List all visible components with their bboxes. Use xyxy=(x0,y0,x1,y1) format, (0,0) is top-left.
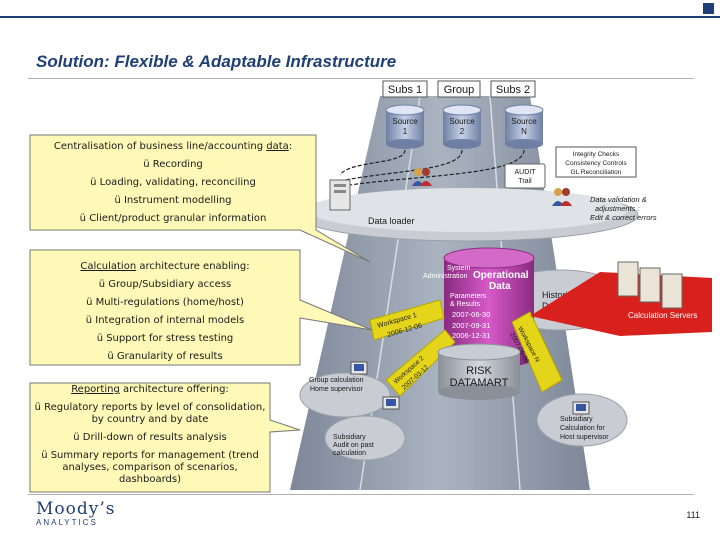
group-calc-platform xyxy=(299,372,391,418)
callout-shape xyxy=(29,249,373,366)
validation-label: Data validation & xyxy=(590,195,647,204)
operational-data-label: Data xyxy=(489,281,511,292)
source-n-label: Source xyxy=(511,117,537,126)
audit-label: AUDIT xyxy=(515,169,537,176)
host-supervisor-label: Host supervisor xyxy=(560,434,609,441)
reporting-heading: Reporting architecture offering: xyxy=(71,384,229,395)
tab-group xyxy=(437,80,481,98)
callout-item: ü Loading, validating, reconciling xyxy=(90,177,256,188)
server-icon xyxy=(617,261,639,297)
calculation-servers: Calculation Servers xyxy=(530,261,712,336)
logo-wordmark: Moody’s xyxy=(36,499,116,519)
loader-computer xyxy=(329,179,351,211)
server-icon xyxy=(639,267,661,303)
calculation-label: calculation xyxy=(333,450,366,457)
source-1-label: Source xyxy=(392,117,418,126)
workspace-2-stripe xyxy=(385,329,456,397)
home-supervisor-label: Home supervisor xyxy=(310,386,364,393)
callout-item: ü Drill-down of results analysis xyxy=(73,432,227,443)
subsidiary-right-label: Subsidiary xyxy=(560,416,593,423)
source-n-number: N xyxy=(521,127,527,136)
callout-item: ü Group/Subsidiary access xyxy=(98,279,232,290)
sub-host-platform xyxy=(536,393,628,447)
results-label: & Results xyxy=(450,301,480,308)
audit-trail: AUDIT Trail xyxy=(504,163,546,189)
validation-edit-label: Edit & correct errors xyxy=(590,213,657,222)
tab-subs-2 xyxy=(490,80,536,98)
integrity-checks: Integrity Checks Consistency Controls GL… xyxy=(555,146,637,178)
validation-adjust-label: adjustments : xyxy=(595,204,640,213)
callout-shape xyxy=(29,134,371,263)
calc-servers-label: Calculation Servers xyxy=(628,311,697,320)
date-label: 2007-06-30 xyxy=(452,310,490,319)
source-2-label: Source xyxy=(449,117,475,126)
callout-item: ü Summary reports for management (trend … xyxy=(41,450,259,485)
brand-square xyxy=(703,3,714,14)
users-icon xyxy=(412,168,572,206)
moodys-logo: Moody’s ANALYTICS xyxy=(36,500,116,527)
workspace-1-stripe xyxy=(369,299,445,341)
page-number: 111 xyxy=(686,510,700,520)
tab-subs-1 xyxy=(382,80,428,98)
workspace-n-stripe xyxy=(511,311,563,393)
gl-recon-label: GL Reconciliation xyxy=(571,169,622,176)
operational-label: Operational xyxy=(473,270,529,281)
callout-item: ü Client/product granular information xyxy=(79,213,267,224)
audit-trail-label: Trail xyxy=(518,178,532,185)
tab-subs-2-label: Subs 2 xyxy=(496,84,530,96)
sub-audit-platform xyxy=(324,415,406,461)
date-label: 2006-12-31 xyxy=(452,331,490,340)
tab-subs-1-label: Subs 1 xyxy=(388,84,422,96)
title-divider xyxy=(28,78,694,79)
datamart-label: DATAMART xyxy=(450,377,509,389)
calculation-heading: Calculation architecture enabling: xyxy=(80,261,250,272)
flow-line xyxy=(349,149,525,186)
reporting-callout: Reporting architecture offering: ü Regul… xyxy=(30,384,270,486)
centralisation-heading: Centralisation of business line/accounti… xyxy=(53,141,293,152)
source-databases: Source 1 Source 2 Source N xyxy=(385,104,544,149)
callout-item: ü Granularity of results xyxy=(107,351,223,362)
source-2-number: 2 xyxy=(460,127,465,136)
footer-divider xyxy=(28,494,694,495)
callout-item: ü Multi-regulations (home/host) xyxy=(86,297,244,308)
top-bar xyxy=(0,0,720,18)
workspace-stripes: Workspace 1 2006-12-06 Workspace 2 2007-… xyxy=(369,299,563,397)
administration-label: Administration xyxy=(423,273,467,280)
date-label: 2007-09-31 xyxy=(452,321,490,330)
data-loader-label: Data loader xyxy=(368,216,415,226)
logo-subtitle: ANALYTICS xyxy=(36,518,98,527)
integrity-label: Integrity Checks xyxy=(573,151,620,158)
data-loader-platform-top xyxy=(308,188,628,232)
group-calc-label: Group calculation xyxy=(309,377,364,384)
callout-item: ü Integration of internal models xyxy=(85,315,245,326)
historical-label: Historical xyxy=(542,290,579,300)
risk-datamart: RISK DATAMART xyxy=(437,343,521,400)
callout-item: ü Support for stress testing xyxy=(96,333,234,344)
callout-item: ü Recording xyxy=(143,159,203,170)
calculation-callout: Calculation architecture enabling: ü Gro… xyxy=(30,258,300,366)
source-1-number: 1 xyxy=(403,127,408,136)
risk-label: RISK xyxy=(466,365,492,377)
source-2-cylinder: Source 2 xyxy=(442,104,482,149)
consistency-label: Consistency Controls xyxy=(565,160,627,167)
workstation-icon xyxy=(350,361,590,415)
parameters-label: Parameters xyxy=(450,293,487,300)
header-tabs: Subs 1 Group Subs 2 xyxy=(382,80,536,98)
server-icon xyxy=(661,273,683,309)
tab-group-label: Group xyxy=(444,84,475,96)
calc-host-label: Calculation for xyxy=(560,425,605,432)
audit-past-label: Audit on past xyxy=(333,442,374,449)
source-1-cylinder: Source 1 xyxy=(385,104,425,149)
slide-title: Solution: Flexible & Adaptable Infrastru… xyxy=(36,52,397,71)
callout-item: ü Instrument modelling xyxy=(114,195,232,206)
subsidiary-label: Subsidiary xyxy=(333,434,366,441)
flow-line xyxy=(339,149,406,176)
centralisation-callout: Centralisation of business line/accounti… xyxy=(30,138,316,228)
source-n-cylinder: Source N xyxy=(504,104,544,149)
callout-shape xyxy=(29,382,301,493)
callout-item: ü Regulatory reports by level of consoli… xyxy=(34,402,266,425)
system-label: System xyxy=(447,265,471,272)
